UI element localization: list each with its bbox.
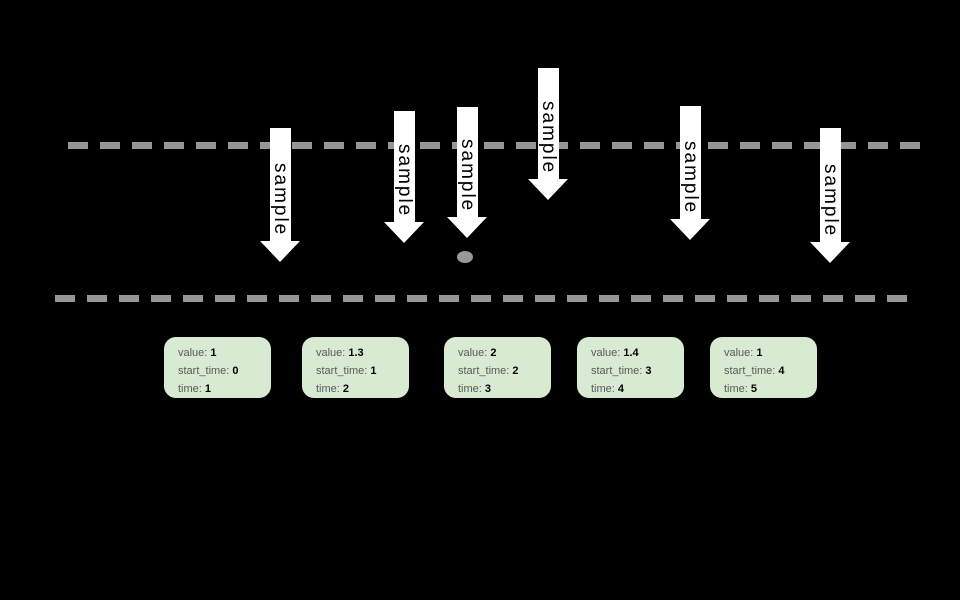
field-value: 2 [490,347,497,359]
field-label: value: [316,347,346,359]
field-row: value:1.4 [591,344,684,362]
field-row: value:1.3 [316,344,409,362]
sample-arrow-label: sample [394,143,415,217]
field-row: start_time:2 [458,362,551,380]
field-label: time: [724,383,748,395]
sample-arrow-shaft [269,128,291,241]
field-row: value:2 [458,344,551,362]
field-value: 1 [204,383,211,395]
field-row: value:1 [724,344,817,362]
field-row: time:4 [591,380,684,398]
field-value: 1 [210,347,217,359]
sample-arrow-label: sample [538,100,559,174]
field-row: start_time:0 [178,362,271,380]
sample-arrow: sample [384,111,424,243]
sample-arrow: sample [260,128,300,262]
field-value: 2 [512,365,519,377]
lower-dashed-line [55,295,908,302]
field-label: start_time: [591,365,643,377]
field-value: 1 [370,365,377,377]
field-label: value: [178,347,208,359]
sample-arrow-shaft [393,111,415,222]
field-value: 3 [645,365,652,377]
field-value: 4 [617,383,624,395]
sample-arrow-label: sample [820,163,841,237]
field-row: start_time:1 [316,362,409,380]
sample-arrow: sample [810,128,850,263]
field-label: start_time: [724,365,776,377]
sample-arrow: sample [447,107,487,238]
field-value: 1.4 [623,347,639,359]
arrow-down-icon [810,242,850,263]
field-label: start_time: [178,365,230,377]
sample-arrow: sample [528,68,568,200]
field-label: time: [591,383,615,395]
sample-arrow-label: sample [457,138,478,212]
field-label: time: [458,383,482,395]
field-row: time:3 [458,380,551,398]
field-value: 2 [342,383,349,395]
sample-arrow-shaft [537,68,559,179]
sample-arrow: sample [670,106,710,240]
field-label: value: [591,347,621,359]
field-value: 5 [750,383,757,395]
field-label: value: [724,347,754,359]
sample-arrow-shaft [819,128,841,242]
field-row: time:1 [178,380,271,398]
field-row: time:5 [724,380,817,398]
arrow-down-icon [528,179,568,200]
field-row: start_time:4 [724,362,817,380]
arrow-down-icon [384,222,424,243]
sample-arrow-label: sample [270,162,291,236]
field-value: 1.3 [348,347,364,359]
field-value: 3 [484,383,491,395]
field-row: time:2 [316,380,409,398]
sample-point-dot [457,251,473,263]
arrow-down-icon [670,219,710,240]
field-label: time: [316,383,340,395]
arrow-down-icon [447,217,487,238]
sample-arrow-label: sample [680,140,701,214]
field-value: 0 [232,365,239,377]
field-label: start_time: [316,365,368,377]
field-row: value:1 [178,344,271,362]
field-label: value: [458,347,488,359]
field-value: 4 [778,365,785,377]
sample-arrow-shaft [456,107,478,217]
field-label: start_time: [458,365,510,377]
sample-arrow-shaft [679,106,701,219]
field-value: 1 [756,347,763,359]
arrow-down-icon [260,241,300,262]
field-row: start_time:3 [591,362,684,380]
field-label: time: [178,383,202,395]
upper-dashed-line [68,142,925,149]
